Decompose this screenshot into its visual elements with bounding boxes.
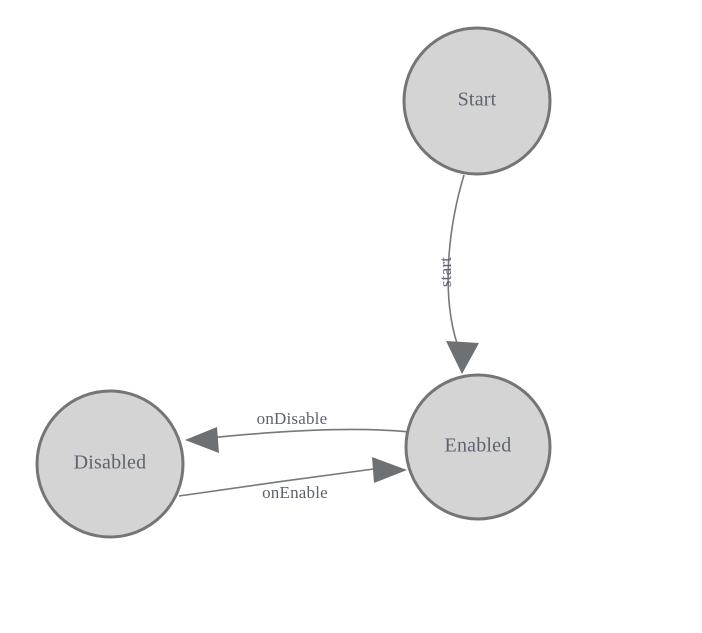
node-disabled[interactable]: Disabled bbox=[35, 389, 185, 539]
node-enabled-label: Enabled bbox=[445, 435, 512, 457]
edge-on-disable-label: onDisable bbox=[257, 409, 328, 428]
edge-on-disable-arrowhead-icon bbox=[185, 427, 219, 453]
edge-start[interactable]: start bbox=[436, 174, 479, 374]
node-disabled-label: Disabled bbox=[74, 452, 147, 474]
edge-on-disable-path bbox=[208, 428, 411, 439]
edge-start-arrowhead-icon bbox=[446, 341, 479, 374]
node-enabled[interactable]: Enabled bbox=[404, 373, 552, 521]
node-start[interactable]: Start bbox=[402, 26, 552, 176]
node-disabled-circle[interactable] bbox=[35, 389, 185, 539]
edge-on-enable-label: onEnable bbox=[262, 483, 328, 502]
node-start-circle[interactable] bbox=[402, 26, 552, 176]
edge-on-enable-path bbox=[178, 467, 382, 497]
node-enabled-circle[interactable] bbox=[404, 373, 552, 521]
edge-on-disable[interactable]: onDisable bbox=[185, 409, 411, 453]
edge-on-enable[interactable]: onEnable bbox=[178, 457, 407, 502]
node-start-label: Start bbox=[458, 89, 497, 111]
edge-start-path bbox=[447, 174, 465, 353]
edge-on-enable-arrowhead-icon bbox=[372, 457, 407, 483]
edge-start-label: start bbox=[436, 257, 455, 287]
